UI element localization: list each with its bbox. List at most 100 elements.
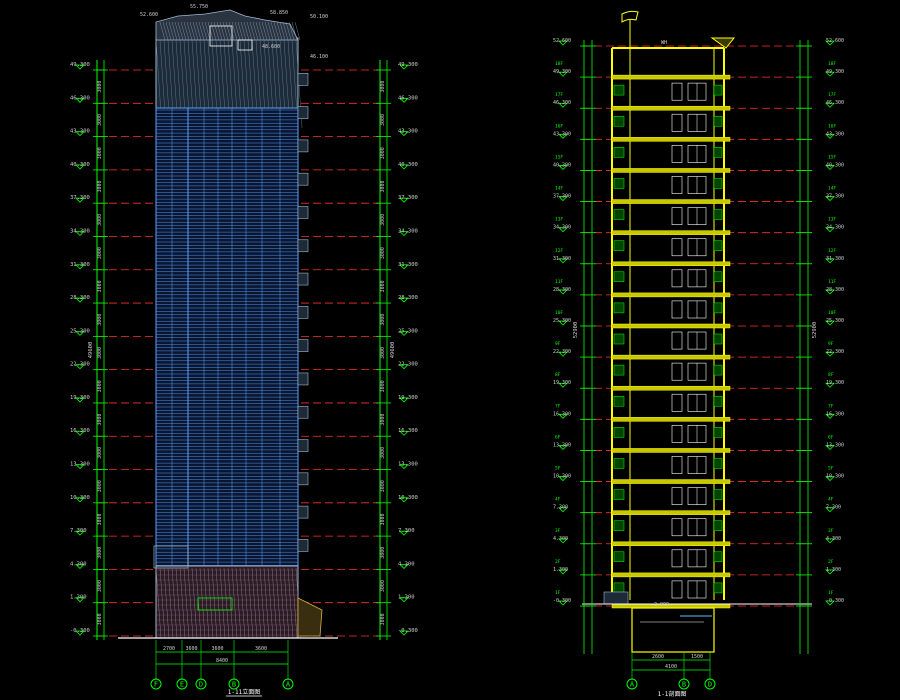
balcony-rail: [613, 489, 625, 500]
segment-dim-left: 3000: [97, 114, 103, 126]
balcony-box: [297, 272, 309, 286]
segment-dim-left: 3000: [97, 513, 103, 525]
floor-slab: [611, 354, 731, 360]
balcony-box: [297, 306, 309, 319]
level-label-left: 52.600: [553, 38, 571, 44]
floor-tag-right: 6F: [828, 434, 834, 440]
level-marker-right: [825, 538, 835, 544]
balcony-box: [297, 339, 309, 352]
roof-elevation-label: 52.600: [140, 12, 158, 18]
segment-dim-right: 3000: [380, 147, 386, 159]
level-label-right: 22.300: [826, 349, 844, 355]
overall-dim-right: 49600: [390, 342, 396, 359]
balcony-box: [297, 505, 309, 519]
level-marker-right: [399, 97, 409, 103]
floor-slab: [611, 168, 731, 173]
level-marker-left: [558, 289, 568, 295]
level-label-left: 46.300: [553, 100, 571, 106]
segment-dim-left: 3000: [97, 580, 103, 592]
level-marker-right: [399, 197, 409, 203]
roof-elevation-label: 55.750: [190, 4, 208, 10]
level-marker-left: [558, 196, 568, 202]
level-marker-right: [825, 289, 835, 295]
roof-hatch-stroke: [222, 21, 229, 41]
level-label-left: 4.300: [553, 536, 568, 542]
segment-dim-left: 3000: [97, 414, 103, 426]
balcony-rail: [713, 582, 723, 594]
floor-tag-left: 8F: [555, 372, 561, 378]
segment-dim-right: 3000: [380, 314, 386, 326]
level-label-left: 25.300: [70, 328, 90, 334]
door-opening: [671, 82, 683, 101]
level-label-right: 43.300: [826, 131, 844, 137]
level-label-left: 7.300: [553, 505, 568, 511]
floor-slab: [611, 541, 731, 547]
overall-dim-left: 52900: [573, 322, 579, 339]
level-marker-right: [399, 597, 409, 603]
axis-bubble-circle: [228, 678, 240, 690]
segment-dim-right: 3000: [380, 480, 386, 492]
roof-elevation-label: 50.100: [310, 14, 328, 20]
level-label-right: 4.300: [398, 561, 415, 567]
balcony-rail: [713, 551, 723, 563]
level-label-left: 49.300: [553, 69, 571, 75]
roof-hatch-stroke: [243, 21, 250, 41]
balcony-box: [297, 72, 309, 86]
level-marker-left: [75, 397, 85, 403]
floor-tag-left: 11F: [555, 279, 563, 285]
floor-tag-right: 11F: [828, 279, 836, 285]
roof-hatch-stroke: [195, 21, 202, 41]
balcony-rail: [613, 427, 625, 438]
level-label-right: 25.300: [398, 328, 418, 334]
balcony-box: [297, 172, 309, 186]
level-marker-left: [75, 330, 85, 336]
floor-tag-right: 18F: [828, 61, 836, 67]
podium-hatch-stroke: [259, 567, 266, 639]
floor-tag-left: 18F: [555, 61, 563, 67]
entrance-stair: [297, 597, 323, 637]
level-label-right: -0.300: [826, 598, 844, 604]
level-marker-left: [75, 497, 85, 503]
door-opening: [671, 393, 683, 412]
level-marker-right: [399, 164, 409, 170]
level-marker-left: [558, 445, 568, 451]
roof-hatch-stroke: [255, 21, 262, 41]
level-label-right: 40.300: [826, 162, 844, 168]
floor-slab: [611, 199, 731, 204]
balcony-rail: [613, 209, 625, 220]
level-marker-left: [558, 413, 568, 419]
level-label-left: -0.300: [553, 598, 571, 604]
balcony-box: [297, 472, 309, 486]
floor-tag-left: 6F: [555, 434, 561, 440]
segment-dim-left: 3000: [97, 81, 103, 93]
podium-hatch-stroke: [203, 567, 210, 639]
balcony-rail: [713, 458, 723, 469]
podium-hatch-stroke: [163, 567, 170, 639]
floor-tag-right: 9F: [828, 341, 834, 347]
segment-dim-right: 3000: [380, 347, 386, 359]
level-label-left: 40.300: [553, 162, 571, 168]
level-label-left: 37.300: [70, 195, 90, 201]
floor-tag-right: 15F: [828, 154, 836, 160]
level-marker-right: [825, 258, 835, 264]
level-marker-right: [825, 102, 835, 108]
level-label-left: 1.300: [70, 595, 87, 601]
balcony-rail: [613, 147, 625, 158]
level-label-left: 28.300: [553, 287, 571, 293]
balcony-rail: [713, 240, 723, 251]
roof-elevation-label: 48.600: [262, 44, 280, 50]
level-marker-right: [825, 382, 835, 388]
podium-hatch-stroke: [239, 567, 246, 639]
level-marker-left: [75, 630, 85, 636]
floor-tag-right: 13F: [828, 217, 836, 223]
segment-dim-left: 3000: [97, 347, 103, 359]
roof-room-label: WH: [661, 40, 667, 46]
balcony-rail: [713, 178, 723, 189]
floor-tag-left: 12F: [555, 248, 563, 254]
level-marker-right: [399, 330, 409, 336]
floor-slab: [611, 292, 731, 298]
roof-hatch-stroke: [252, 21, 259, 41]
podium-hatch-stroke: [191, 567, 198, 639]
segment-dim-right: 3000: [380, 81, 386, 93]
podium-hatch-stroke: [195, 567, 202, 639]
